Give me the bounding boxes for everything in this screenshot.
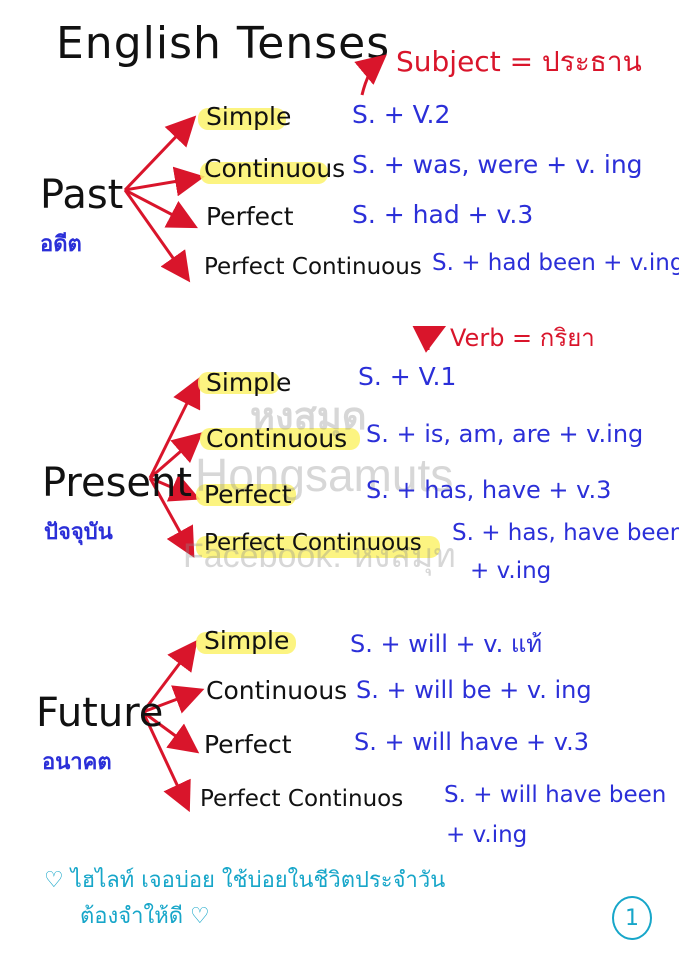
tense-present-simple: Simple [206, 368, 292, 397]
tense-future-continuous: Continuous [206, 676, 348, 705]
tense-present-perfect-continuous: Perfect Continuous [204, 530, 422, 556]
subject-note-arrow [354, 54, 387, 96]
subject-note: Subject = ประธาน [396, 45, 642, 78]
watermark-thai: หงสมุด [250, 396, 367, 438]
tense-past-continuous: Continuous [204, 154, 346, 183]
footer-note-line1: ♡ ไฮไลท์ เจอบ่อย ใช้บ่อยในชีวิตประจำวัน [44, 868, 446, 893]
present-arrows [148, 376, 203, 558]
group-thai-present: ปัจจุบัน [44, 520, 113, 545]
watermark-name: Hongsamuts [195, 449, 454, 501]
past-arrows [123, 115, 205, 283]
highlight-future-simple [196, 632, 296, 654]
formula-future-simple: S. + will + v. แท้ [350, 630, 543, 658]
group-thai-future: อนาคต [42, 750, 112, 775]
group-label-present: Present [42, 460, 193, 506]
highlight-present-continuous [200, 428, 360, 450]
tense-future-perfect: Perfect [204, 730, 292, 759]
highlight-present-perfect-continuous [196, 536, 440, 558]
formula-future-continuous: S. + will be + v. ing [356, 676, 592, 704]
watermark-facebook: Facebook: หงสมุท [183, 537, 456, 575]
formula-present-perfect-continuous: S. + has, have been [452, 520, 679, 546]
highlight-past-continuous [200, 162, 328, 184]
formula-future-perfect-continuous: S. + will have been [444, 782, 667, 808]
formula-present-simple: S. + V.1 [358, 362, 457, 391]
formula-future-perfect-continuous-line2: + v.ing [446, 822, 528, 848]
group-label-past: Past [40, 172, 124, 218]
verb-note-arrow [412, 325, 447, 353]
tense-past-simple: Simple [206, 102, 292, 131]
group-label-future: Future [36, 690, 164, 736]
formula-past-perfect-continuous: S. + had been + v.ing [432, 250, 679, 276]
tense-present-continuous: Continuous [206, 424, 348, 453]
page-number: 1 [612, 896, 652, 940]
highlight-present-perfect [196, 484, 296, 506]
group-thai-past: อดีต [40, 232, 82, 257]
formula-future-perfect: S. + will have + v.3 [354, 728, 589, 756]
tense-future-perfect-continuous: Perfect Continuos [200, 786, 404, 812]
formula-present-perfect: S. + has, have + v.3 [366, 476, 612, 504]
formula-present-perfect-continuous-line2: + v.ing [470, 558, 552, 584]
footer-note-line2: ต้องจำให้ดี ♡ [80, 904, 210, 929]
formula-past-continuous: S. + was, were + v. ing [352, 150, 643, 179]
highlight-past-simple [198, 108, 286, 130]
formula-past-simple: S. + V.2 [352, 100, 451, 129]
formula-present-continuous: S. + is, am, are + v.ing [366, 420, 644, 448]
tense-future-simple: Simple [204, 626, 290, 655]
highlight-present-simple [198, 372, 280, 394]
verb-note: Verb = กริยา [450, 324, 595, 352]
tense-past-perfect: Perfect [206, 202, 294, 231]
tense-past-perfect-continuous: Perfect Continuous [204, 254, 422, 280]
tense-present-perfect: Perfect [204, 480, 292, 509]
page-title: English Tenses [56, 18, 391, 69]
formula-past-perfect: S. + had + v.3 [352, 200, 534, 229]
future-arrows [141, 639, 205, 813]
